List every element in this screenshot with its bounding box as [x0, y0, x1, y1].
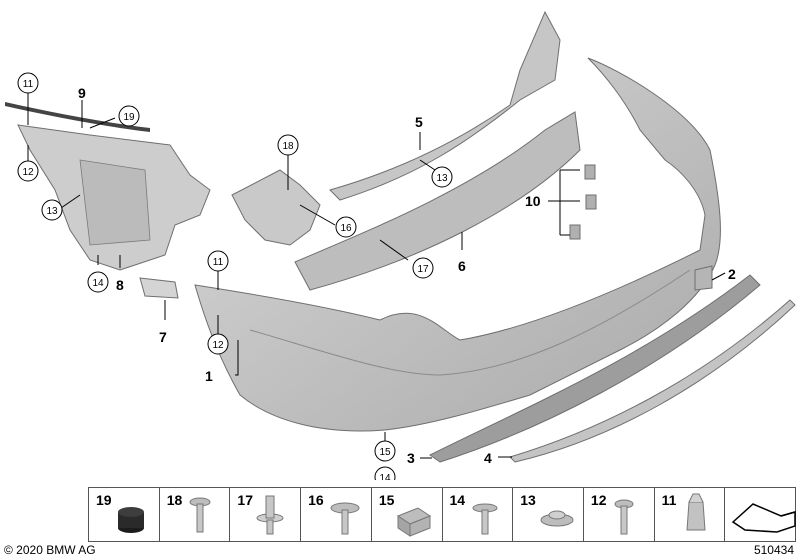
callout-7: 7 [159, 329, 167, 345]
hex-screw-icon [614, 499, 634, 535]
legend-cell-13: 13 [513, 488, 584, 541]
callout-17: 17 [412, 257, 434, 279]
clip-part-a [584, 164, 596, 180]
callout-5: 5 [415, 114, 423, 130]
legend-label-13: 13 [520, 492, 536, 508]
legend-cell-16: 16 [301, 488, 372, 541]
svg-text:12: 12 [212, 340, 224, 351]
svg-text:19: 19 [123, 112, 135, 123]
trim-strip-part [509, 299, 796, 463]
callout-16: 16 [335, 216, 357, 238]
svg-text:16: 16 [340, 223, 352, 234]
side-bracket-plate [79, 159, 151, 246]
mounting-bracket-part [231, 169, 321, 246]
impact-absorber-part [294, 111, 581, 291]
image-id-text: 510434 [753, 543, 794, 557]
svg-text:13: 13 [46, 206, 58, 217]
legend-label-16: 16 [308, 492, 324, 508]
legend-label-15: 15 [378, 492, 395, 508]
bracket-10-line [548, 169, 580, 236]
bumper-panel-part [194, 57, 721, 432]
flange-nut-icon [540, 510, 574, 527]
callout-13-left: 13 [41, 199, 63, 221]
callout-11-mid: 11 [207, 250, 229, 272]
plastic-clip-icon [686, 493, 706, 531]
callout-9: 9 [78, 85, 86, 101]
reflector-part [694, 265, 713, 291]
expanding-rivet-icon [256, 495, 284, 535]
copyright-text: © 2020 BMW AG [4, 543, 96, 557]
callout-18: 18 [277, 134, 299, 156]
rubber-buffer-icon [118, 507, 144, 533]
callout-10: 10 [525, 193, 541, 209]
legend-cell-18: 18 [160, 488, 231, 541]
legend-label-18: 18 [166, 492, 183, 508]
callout-15: 15 [374, 440, 396, 462]
legend-cell-11: 11 [655, 488, 726, 541]
fastener-legend: 19 18 17 16 15 [88, 487, 797, 542]
callout-2: 2 [728, 266, 736, 282]
fastener-set-symbol-icon [732, 503, 797, 533]
legend-label-19: 19 [96, 492, 112, 508]
screw-icon [189, 497, 211, 533]
clip-part-c [569, 224, 581, 240]
callout-11-top: 11 [17, 72, 39, 94]
legend-cell-17: 17 [230, 488, 302, 541]
svg-text:11: 11 [213, 257, 224, 268]
legend-cell-12: 12 [584, 488, 655, 541]
svg-text:14: 14 [379, 473, 391, 480]
callout-6: 6 [458, 258, 466, 274]
svg-text:15: 15 [379, 447, 391, 458]
svg-text:14: 14 [92, 278, 104, 289]
svg-text:18: 18 [282, 141, 294, 152]
callout-14-left: 14 [87, 271, 109, 293]
collar-screw-icon [330, 502, 360, 535]
legend-label-11: 11 [661, 492, 677, 508]
svg-text:11: 11 [23, 79, 34, 90]
svg-text:12: 12 [22, 167, 34, 178]
callout-13-mid: 13 [431, 166, 453, 188]
callout-12-top: 12 [17, 160, 39, 182]
upper-carrier-part [329, 10, 561, 201]
legend-cell-symbol [725, 488, 797, 541]
legend-cell-15: 15 [372, 488, 443, 541]
diffuser-part [429, 274, 761, 463]
svg-text:17: 17 [417, 264, 429, 275]
legend-label-12: 12 [590, 492, 607, 508]
callout-1: 1 [205, 368, 213, 384]
legend-label-14: 14 [449, 492, 466, 508]
clip-part-b [585, 194, 597, 210]
callout-12-mid: 12 [207, 333, 229, 355]
callout-8: 8 [116, 277, 124, 293]
seal-strip-part [5, 102, 150, 132]
legend-cell-19: 19 [89, 488, 160, 541]
callout-19: 19 [118, 105, 140, 127]
washer-screw-icon [472, 503, 498, 535]
callout-3: 3 [407, 450, 415, 466]
svg-text:13: 13 [436, 173, 448, 184]
clip-nut-icon [396, 507, 431, 537]
legend-cell-14: 14 [443, 488, 514, 541]
bumper-panel-inner-line [249, 269, 691, 376]
parts-diagram: 1 2 3 4 5 6 7 8 9 10 11 11 12 12 13 13 1… [5, 10, 796, 480]
legend-label-17: 17 [237, 492, 253, 508]
callout-14-bottom: 14 [374, 466, 396, 480]
small-bracket-part [139, 277, 179, 299]
callout-4: 4 [484, 450, 492, 466]
